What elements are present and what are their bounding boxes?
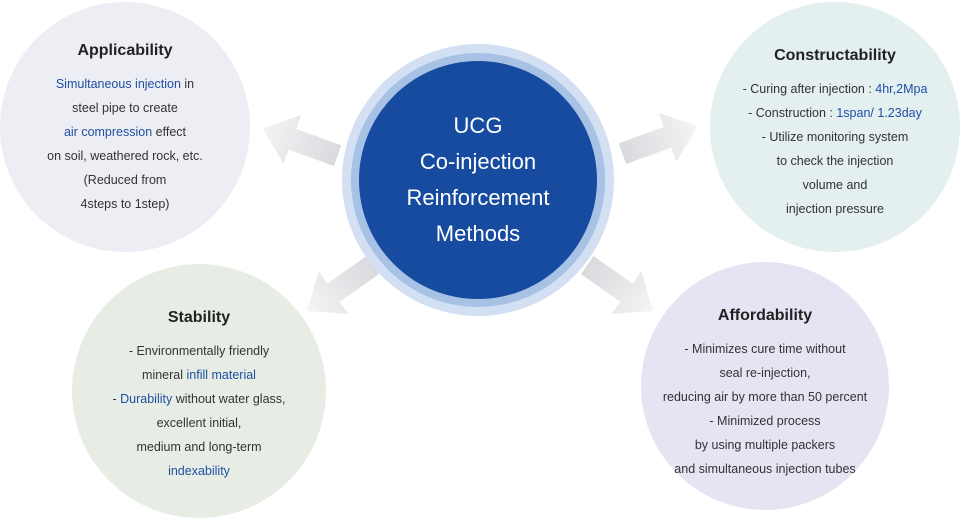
body-text: - Minimizes cure time without [684,342,846,356]
center-title-line: Co-injection [419,149,537,174]
body-text: - Environmentally friendly [128,344,270,358]
body-text: seal re-injection, [719,366,811,380]
body-text: to check the injection [776,154,894,168]
text-line: indexability [113,459,286,483]
text-line: and simultaneous injection tubes [663,457,867,481]
affordability-circle: Affordability - Minimizes cure time with… [641,262,889,510]
arrow-lower-left-icon [307,256,380,314]
body-text: medium and long-term [136,440,262,454]
text-line: mineral infill material [113,363,286,387]
constructability-body: - Curing after injection : 4hr,2Mpa- Con… [743,77,928,221]
center-circle: UCG Co-injection Reinforcement Methods [359,61,597,299]
text-line: on soil, weathered rock, etc. [47,144,203,168]
body-text: injection pressure [786,202,884,216]
body-text: (Reduced from [83,173,167,187]
body-text: reducing air by more than 50 percent [662,390,868,404]
text-line: Simultaneous injection in [47,72,203,96]
body-text: on soil, weathered rock, etc. [47,149,203,163]
highlight-text: Simultaneous injection [55,77,181,91]
text-line: air compression effect [47,120,203,144]
text-line: reducing air by more than 50 percent [663,385,867,409]
body-text: without water glass, [172,392,286,406]
stability-circle: Stability - Environmentally friendly mine… [72,264,326,518]
highlight-text: infill material [186,368,256,382]
text-line: excellent initial, [113,411,286,435]
center-title-line: UCG [453,113,503,138]
arrow-upper-right-icon [618,112,698,165]
text-line: to check the injection [743,149,928,173]
body-text: volume and [802,178,868,192]
text-line: (Reduced from [47,168,203,192]
body-text: excellent initial, [156,416,242,430]
center-title: UCG Co-injection Reinforcement Methods [406,108,549,252]
constructability-title: Constructability [774,47,896,64]
text-line: - Minimized process [663,409,867,433]
text-line: - Minimizes cure time without [663,337,867,361]
highlight-text: air compression [63,125,153,139]
text-line: volume and [743,173,928,197]
arrow-lower-right-icon [580,256,653,314]
body-text: - [112,392,121,406]
text-line: by using multiple packers [663,433,867,457]
center-title-line: Reinforcement [406,185,550,210]
text-line: - Utilize monitoring system [743,125,928,149]
highlight-text: indexability [168,464,230,478]
text-line: seal re-injection, [663,361,867,385]
body-text: effect [152,125,187,139]
stability-body: - Environmentally friendly mineral infill… [113,339,286,483]
body-text: 4steps to 1step) [80,197,170,211]
body-text: in [180,77,195,91]
text-line: - Construction : 1span/ 1.23day [743,101,928,125]
stability-title: Stability [167,309,231,326]
affordability-body: - Minimizes cure time without seal re-inj… [663,337,867,481]
text-line: - Durability without water glass, [113,387,286,411]
body-text: and simultaneous injection tubes [674,462,856,476]
body-text: mineral [142,368,187,382]
text-line: - Curing after injection : 4hr,2Mpa [743,77,928,101]
affordability-title: Affordability [717,307,813,324]
body-text: by using multiple packers [694,438,836,452]
highlight-text: Durability [120,392,173,406]
text-line: steel pipe to create [47,96,203,120]
arrow-upper-left-icon [262,114,342,167]
body-text: - Utilize monitoring system [761,130,909,144]
highlight-text: 4hr,2Mpa [875,82,928,96]
text-line: injection pressure [743,197,928,221]
body-text: steel pipe to create [72,101,178,115]
center-title-line: Methods [435,221,521,246]
highlight-text: 1span/ 1.23day [836,106,922,120]
applicability-title: Applicability [77,42,173,59]
text-line: - Environmentally friendly [113,339,286,363]
body-text: - Construction : [748,106,837,120]
text-line: medium and long-term [113,435,286,459]
constructability-circle: Constructability - Curing after injectio… [710,2,960,252]
body-text: - Minimized process [709,414,821,428]
body-text: - Curing after injection : [742,82,876,96]
text-line: 4steps to 1step) [47,192,203,216]
